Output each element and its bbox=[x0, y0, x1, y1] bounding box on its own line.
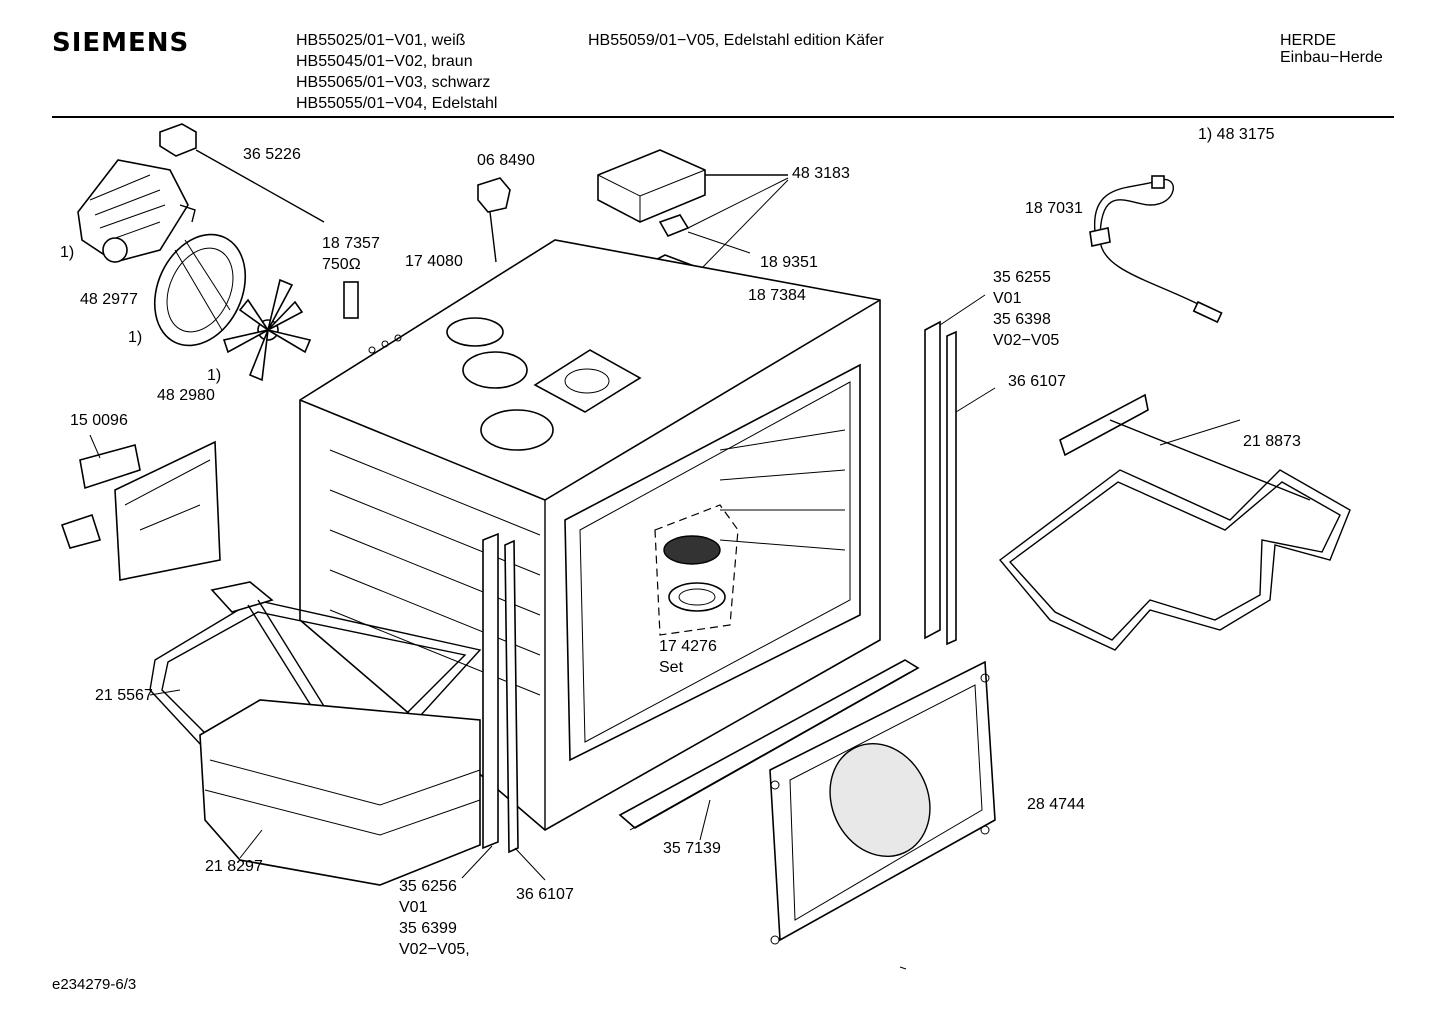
category-block: HERDE Einbau−Herde bbox=[1280, 30, 1383, 68]
header-divider bbox=[52, 116, 1394, 118]
side-rail-right bbox=[924, 294, 996, 646]
part-label: 35 6399 bbox=[399, 920, 457, 937]
part-label: Set bbox=[659, 659, 684, 676]
part-label: 18 7031 bbox=[1025, 200, 1083, 217]
part-label: 48 2977 bbox=[80, 291, 138, 308]
part-label: 21 8297 bbox=[205, 858, 263, 875]
brand-logo: SIEMENS bbox=[52, 28, 190, 58]
variant-label: V01 bbox=[993, 290, 1022, 307]
fan-motor bbox=[77, 159, 196, 263]
document-reference: e234279-6/3 bbox=[52, 976, 137, 993]
part-label: 21 8873 bbox=[1243, 433, 1301, 450]
part-label: 17 4276 bbox=[659, 638, 717, 655]
part-label: 18 7357 bbox=[322, 235, 380, 252]
front-rail bbox=[618, 659, 920, 841]
side-rail-left bbox=[461, 532, 546, 881]
part-label: 750Ω bbox=[322, 256, 361, 273]
rear-fan-cover bbox=[769, 660, 996, 945]
part-label: 06 8490 bbox=[477, 152, 535, 169]
part-label: 48 3183 bbox=[792, 165, 850, 182]
part-label: 35 6398 bbox=[993, 311, 1051, 328]
part-label: 15 0096 bbox=[70, 412, 128, 429]
variant-label: V02−V05 bbox=[993, 332, 1060, 349]
part-label: 18 7384 bbox=[748, 287, 806, 304]
terminal-bracket bbox=[60, 434, 221, 581]
part-label: 35 6255 bbox=[993, 269, 1051, 286]
model-list: HB55025/01−V01, weiß HB55045/01−V02, bra… bbox=[296, 30, 497, 114]
control-module bbox=[597, 149, 788, 238]
part-label: 36 6107 bbox=[516, 886, 574, 903]
fan-cover-plate bbox=[153, 233, 247, 347]
part-label: 48 2980 bbox=[157, 387, 215, 404]
model-line: HB55055/01−V04, Edelstahl bbox=[296, 95, 498, 112]
model-extra: HB55059/01−V05, Edelstahl edition Käfer bbox=[588, 32, 884, 49]
part-label: 35 6256 bbox=[399, 878, 457, 895]
temperature-sensor-cable bbox=[1089, 175, 1223, 324]
part-label: 17 4080 bbox=[405, 253, 463, 270]
footnote-marker: 1) bbox=[128, 329, 143, 346]
footnote-marker: 1) bbox=[60, 244, 75, 261]
oven-cavity bbox=[299, 239, 881, 831]
subcategory: Einbau−Herde bbox=[1280, 49, 1383, 66]
model-line: HB55045/01−V02, braun bbox=[296, 53, 473, 70]
variant-label: V01 bbox=[399, 899, 428, 916]
category: HERDE bbox=[1280, 32, 1337, 49]
part-label: 28 4744 bbox=[1027, 796, 1085, 813]
footnote-marker: 1) bbox=[207, 367, 222, 384]
insulation-mat bbox=[199, 699, 481, 886]
part-label: 36 6107 bbox=[1008, 373, 1066, 390]
part-label: 21 5567 bbox=[95, 687, 153, 704]
part-label: 18 9351 bbox=[760, 254, 818, 271]
model-line: HB55025/01−V01, weiß bbox=[296, 32, 466, 49]
resistor-part bbox=[343, 281, 359, 319]
part-label: 36 5226 bbox=[243, 146, 301, 163]
model-line: HB55065/01−V03, schwarz bbox=[296, 74, 491, 91]
stray-mark bbox=[899, 966, 907, 970]
fan-wheel bbox=[222, 278, 312, 382]
temperature-probe bbox=[159, 123, 325, 223]
top-heating-element bbox=[998, 393, 1351, 651]
thermostat-switch bbox=[477, 177, 511, 263]
part-label: 35 7139 bbox=[663, 840, 721, 857]
lamp-set bbox=[654, 504, 739, 636]
note-footnote: 1) 48 3175 bbox=[1198, 126, 1275, 143]
variant-label: V02−V05, bbox=[399, 941, 470, 958]
